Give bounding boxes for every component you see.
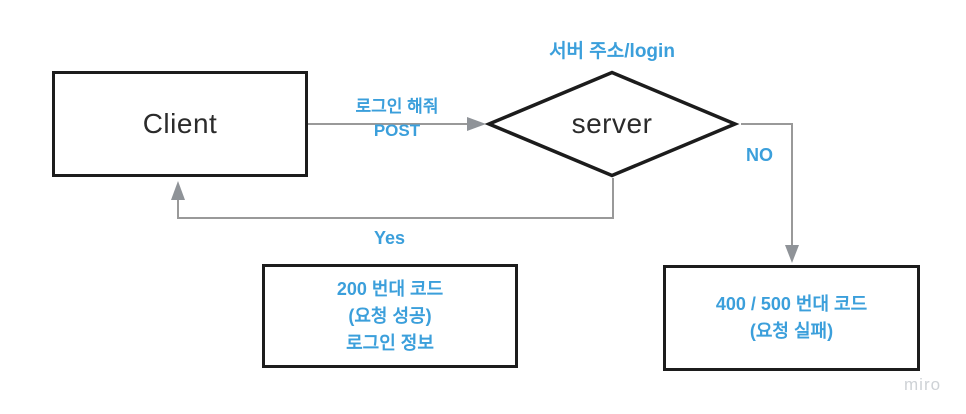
fail-line-code: 400 / 500 번대 코드 (715, 294, 868, 314)
server-address-label: 서버 주소/login (549, 41, 675, 62)
no-branch-label: NO (746, 145, 773, 165)
client-node-label: Client (142, 108, 218, 139)
miro-watermark: miro (904, 375, 942, 394)
fail-line-status: (요청 실패) (749, 321, 834, 341)
success-result-node: 200 번대 코드 (요청 성공) 로그인 정보 (262, 264, 518, 368)
server-node-label: server (571, 108, 653, 139)
success-line-code: 200 번대 코드 (336, 278, 444, 299)
success-line-status: (요청 성공) (348, 305, 432, 326)
server-node: server (487, 71, 737, 177)
server-diamond-shape (484, 70, 740, 178)
success-line-info: 로그인 정보 (346, 332, 434, 353)
arrow-server-to-client (171, 178, 614, 219)
arrow-client-to-server (308, 117, 486, 131)
request-edge-label-line2: POST (373, 121, 421, 140)
fail-result-node: 400 / 500 번대 코드 (요청 실패) (663, 265, 920, 371)
request-edge-label-line1: 로그인 해줘 (355, 97, 439, 116)
arrow-server-to-fail (741, 123, 799, 263)
client-node: Client (52, 71, 308, 177)
request-edge-label: 로그인 해줘 POST (356, 95, 439, 143)
yes-branch-label: Yes (374, 228, 406, 248)
